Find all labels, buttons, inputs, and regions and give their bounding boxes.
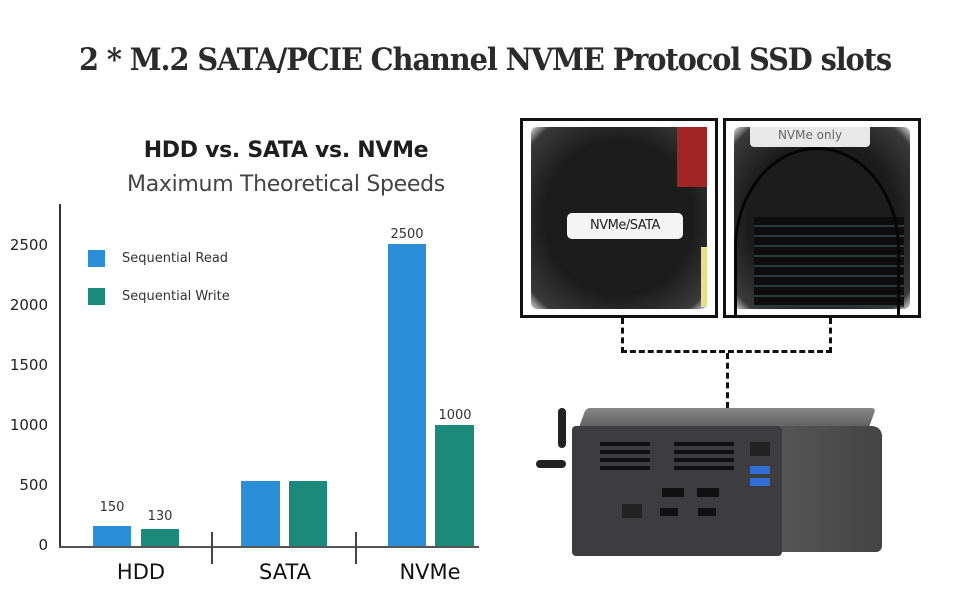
- chart-subtitle: Maximum Theoretical Speeds: [127, 172, 445, 197]
- bar-label-nvme-read: 2500: [390, 227, 424, 242]
- y-tick: 500: [19, 476, 48, 494]
- photo-nvme-only-slot: NVMe only: [723, 118, 921, 318]
- y-tick: 2500: [9, 236, 48, 254]
- pc-side: [782, 426, 882, 552]
- bar-label-nvme-write: 1000: [438, 408, 472, 423]
- legend-label-read: Sequential Read: [122, 251, 229, 266]
- chart-title: HDD vs. SATA vs. NVMe: [143, 138, 429, 163]
- y-tick: 0: [38, 536, 48, 554]
- mini-pc-image: [536, 408, 882, 556]
- usb3-port: [750, 466, 770, 474]
- bar-label-hdd-write: 130: [147, 509, 173, 524]
- photo-nvme-sata-slot: NVMe/SATA: [520, 118, 718, 318]
- bar-label-hdd-read: 150: [99, 500, 125, 515]
- category-label-nvme: NVMe: [399, 560, 461, 584]
- headline: 2 * M.2 SATA/PCIE Channel NVME Protocol …: [78, 42, 892, 78]
- antenna-cable: [734, 147, 900, 315]
- legend-item-read: Sequential Read: [88, 250, 228, 267]
- legend-item-write: Sequential Write: [88, 288, 230, 305]
- usb-port: [660, 508, 678, 516]
- usb3-port: [750, 478, 770, 486]
- bar-nvme-read: [388, 244, 426, 546]
- legend-label-write: Sequential Write: [122, 289, 230, 304]
- y-tick: 1500: [9, 356, 48, 374]
- category-separator: [355, 532, 357, 564]
- ethernet-port: [622, 504, 642, 518]
- usb-port: [698, 508, 716, 516]
- category-label-hdd: HDD: [116, 560, 166, 584]
- legend-swatch-read: [88, 250, 105, 267]
- red-label: [677, 127, 707, 187]
- bar-sata-write: [289, 481, 327, 546]
- slot-label-nvme-only: NVMe only: [750, 127, 870, 147]
- y-tick: 2000: [9, 296, 48, 314]
- x-axis: [59, 546, 479, 548]
- dashed-connector-stem: [726, 353, 729, 408]
- category-separator: [211, 532, 213, 564]
- ethernet-port: [750, 442, 770, 456]
- legend-swatch-write: [88, 288, 105, 305]
- displayport: [662, 488, 684, 497]
- bar-hdd-read: [93, 526, 131, 546]
- antenna-icon: [536, 460, 566, 468]
- slot-label-nvme-sata: NVMe/SATA: [567, 213, 683, 239]
- category-label-sata: SATA: [258, 560, 312, 584]
- bar-sata-read: [241, 481, 280, 546]
- dashed-connector: [621, 318, 832, 353]
- y-axis: [59, 204, 61, 548]
- bar-nvme-write: [435, 425, 474, 546]
- y-tick: 1000: [9, 416, 48, 434]
- pc-front: [572, 426, 782, 556]
- bar-hdd-write: [141, 529, 179, 546]
- antenna-icon: [558, 408, 566, 448]
- hdmi-port: [697, 488, 719, 497]
